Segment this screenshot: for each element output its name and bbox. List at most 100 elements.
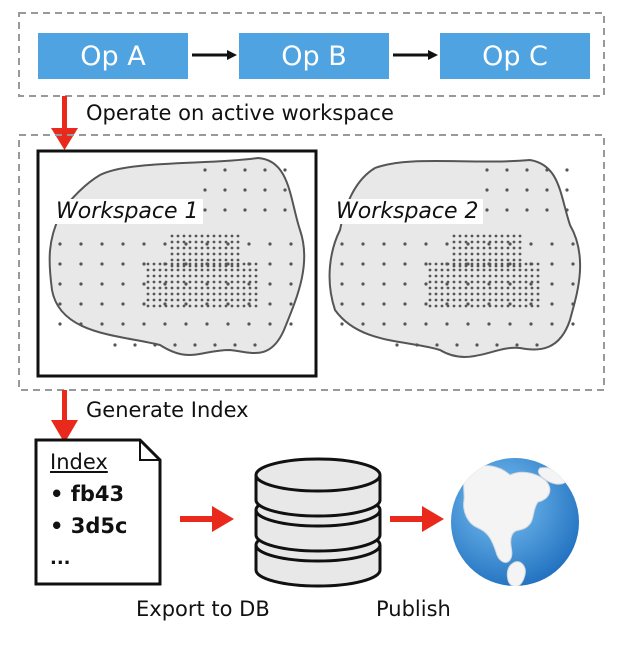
sample-point bbox=[488, 292, 492, 296]
sample-point bbox=[212, 292, 216, 296]
generate-index-label: Generate Index bbox=[86, 398, 249, 422]
sample-point bbox=[224, 280, 228, 284]
sample-point bbox=[482, 262, 486, 266]
sample-point bbox=[206, 258, 210, 262]
sample-point bbox=[158, 268, 162, 272]
sample-point bbox=[508, 242, 512, 246]
sample-point bbox=[230, 262, 234, 266]
sample-point bbox=[508, 302, 512, 306]
sample-point bbox=[440, 286, 444, 290]
sample-point bbox=[230, 286, 234, 290]
sample-point bbox=[242, 268, 246, 272]
sample-point bbox=[458, 252, 462, 256]
sample-point bbox=[445, 242, 449, 246]
sample-point bbox=[194, 286, 198, 290]
sample-point bbox=[361, 282, 365, 286]
sample-point bbox=[529, 242, 533, 246]
sample-point bbox=[163, 322, 167, 326]
sample-point bbox=[536, 286, 540, 290]
index-item-2: • 3d5c bbox=[50, 514, 128, 538]
sample-point bbox=[224, 262, 228, 266]
sample-point bbox=[530, 262, 534, 266]
sample-point bbox=[164, 268, 168, 272]
sample-point bbox=[506, 264, 510, 268]
sample-point bbox=[545, 188, 549, 192]
sample-point bbox=[226, 262, 230, 266]
sample-point bbox=[505, 168, 509, 172]
sample-point bbox=[242, 262, 246, 266]
sample-point bbox=[508, 262, 512, 266]
red-down-arrow-icon bbox=[51, 390, 78, 443]
sample-point bbox=[485, 188, 489, 192]
sample-point bbox=[464, 264, 468, 268]
sample-point bbox=[518, 246, 522, 250]
sample-point bbox=[440, 292, 444, 296]
sample-point bbox=[476, 234, 480, 238]
sample-point bbox=[170, 298, 174, 302]
sample-point bbox=[482, 234, 486, 238]
sample-point bbox=[58, 322, 62, 326]
sample-point bbox=[482, 252, 486, 256]
sample-point bbox=[424, 322, 428, 326]
sample-point bbox=[485, 208, 489, 212]
sample-point bbox=[182, 274, 186, 278]
sample-point bbox=[236, 304, 240, 308]
sample-point bbox=[224, 268, 228, 272]
sample-point bbox=[146, 280, 150, 284]
sample-point bbox=[200, 298, 204, 302]
sample-point bbox=[428, 262, 432, 266]
publish-label: Publish bbox=[376, 597, 451, 621]
sample-point bbox=[488, 264, 492, 268]
sample-point bbox=[158, 286, 162, 290]
sample-point bbox=[79, 282, 83, 286]
sample-point bbox=[571, 322, 575, 326]
op-a-label: Op A bbox=[80, 40, 146, 72]
sample-point bbox=[224, 274, 228, 278]
sample-point bbox=[247, 322, 251, 326]
sample-point bbox=[482, 268, 486, 272]
sample-point bbox=[452, 246, 456, 250]
sample-point bbox=[518, 280, 522, 284]
sample-point bbox=[146, 262, 150, 266]
sample-point bbox=[218, 304, 222, 308]
sample-point bbox=[212, 258, 216, 262]
sample-point bbox=[236, 262, 240, 266]
sample-point bbox=[268, 302, 272, 306]
sample-point bbox=[223, 188, 227, 192]
sample-point bbox=[224, 304, 228, 308]
sample-point bbox=[464, 298, 468, 302]
sample-point bbox=[188, 258, 192, 262]
sample-point bbox=[470, 298, 474, 302]
sample-point bbox=[476, 280, 480, 284]
sample-point bbox=[488, 274, 492, 278]
sample-point bbox=[182, 246, 186, 250]
op-c-box: Op C bbox=[440, 33, 590, 79]
sample-point bbox=[512, 252, 516, 256]
sample-point bbox=[182, 262, 186, 266]
sample-point bbox=[133, 343, 137, 347]
sample-point bbox=[242, 298, 246, 302]
sample-point bbox=[188, 268, 192, 272]
sample-point bbox=[218, 252, 222, 256]
sample-point bbox=[446, 274, 450, 278]
sample-point bbox=[218, 292, 222, 296]
sample-point bbox=[176, 262, 180, 266]
sample-point bbox=[424, 282, 428, 286]
sample-point bbox=[212, 262, 216, 266]
sample-point bbox=[152, 280, 156, 284]
sample-point bbox=[518, 258, 522, 262]
document-fold bbox=[139, 440, 160, 461]
sample-point bbox=[518, 268, 522, 272]
red-down-arrow-icon bbox=[51, 96, 78, 150]
sample-point bbox=[518, 304, 522, 308]
sample-point bbox=[203, 208, 207, 212]
sample-point bbox=[428, 298, 432, 302]
sample-point bbox=[382, 302, 386, 306]
sample-point bbox=[213, 343, 217, 347]
sample-point bbox=[565, 208, 569, 212]
sample-point bbox=[500, 286, 504, 290]
sample-point bbox=[565, 168, 569, 172]
sample-point bbox=[206, 286, 210, 290]
sample-point bbox=[452, 268, 456, 272]
sample-point bbox=[212, 280, 216, 284]
